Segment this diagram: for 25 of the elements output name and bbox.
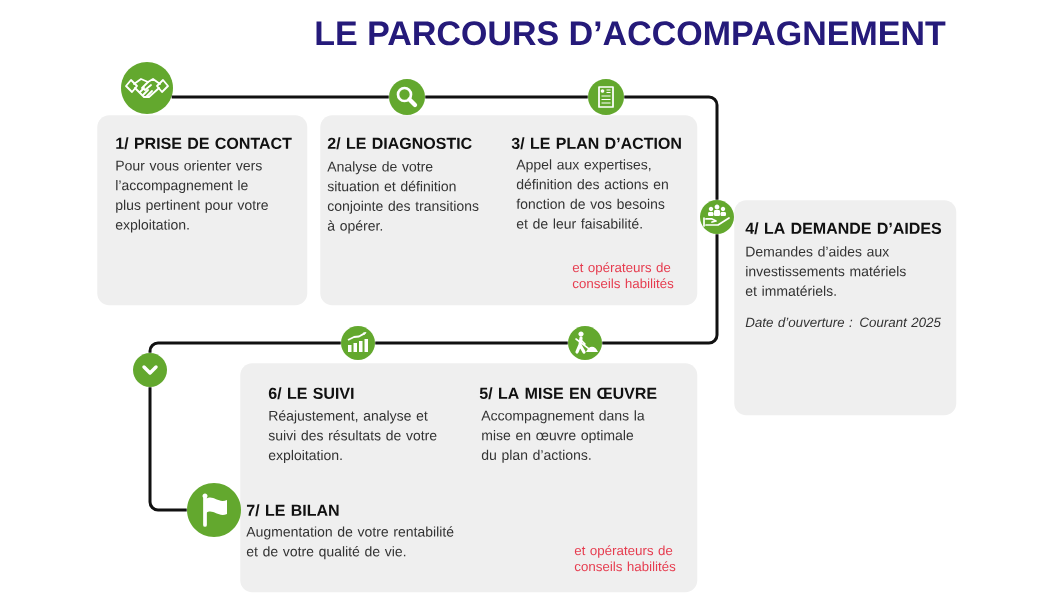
connector-line [624,95,719,200]
page-title: LE PARCOURS D’ACCOMPAGNEMENT [316,21,946,46]
step-description: Appel aux expertises, définition des actions en fonction de vos besoins et de leur faisabilité. [516,159,668,229]
step-description: Accompagnement dans la mise en œuvre optimale du plan d’actions. [481,410,645,463]
connector-line [425,95,588,99]
connector-line [148,341,341,353]
partner-note: et opérateurs de conseils habilités [574,545,676,572]
connector-line [171,95,389,99]
step-description: Demandes d’aides aux investissements matériels et immatériels. [745,246,906,296]
step-description: Pour vous orienter vers l’accompagnement le plus pertinent pour votre exploitation. [115,160,268,233]
step-title: 2/ LE DIAGNOSTIC [327,137,472,150]
step-description: Augmentation de votre rentabilité et de votre qualité de vie. [246,526,454,560]
step-title: 6/ LE SUIVI [268,387,354,400]
step-title: 7/ LE BILAN [246,504,339,517]
partner-note: et opérateurs de conseils habilités [572,262,674,289]
step-title: 5/ LA MISE EN ŒUVRE [479,387,657,400]
connector-line [602,234,719,345]
step-description: Réajustement, analyse et suivi des résultats de votre exploitation. [268,410,437,463]
step-title: 4/ LA DEMANDE D’AIDES [745,222,942,235]
step-title: 3/ LE PLAN D’ACTION [511,137,681,150]
step-title: 1/ PRISE DE CONTACT [116,137,292,150]
connector-line [148,387,187,512]
date-note: Date d’ouverture : Courant 2025 [745,317,941,328]
step-description: Analyse de votre situation et définition conjointe des transitions à opérer. [327,161,479,234]
connector-line [375,341,568,345]
